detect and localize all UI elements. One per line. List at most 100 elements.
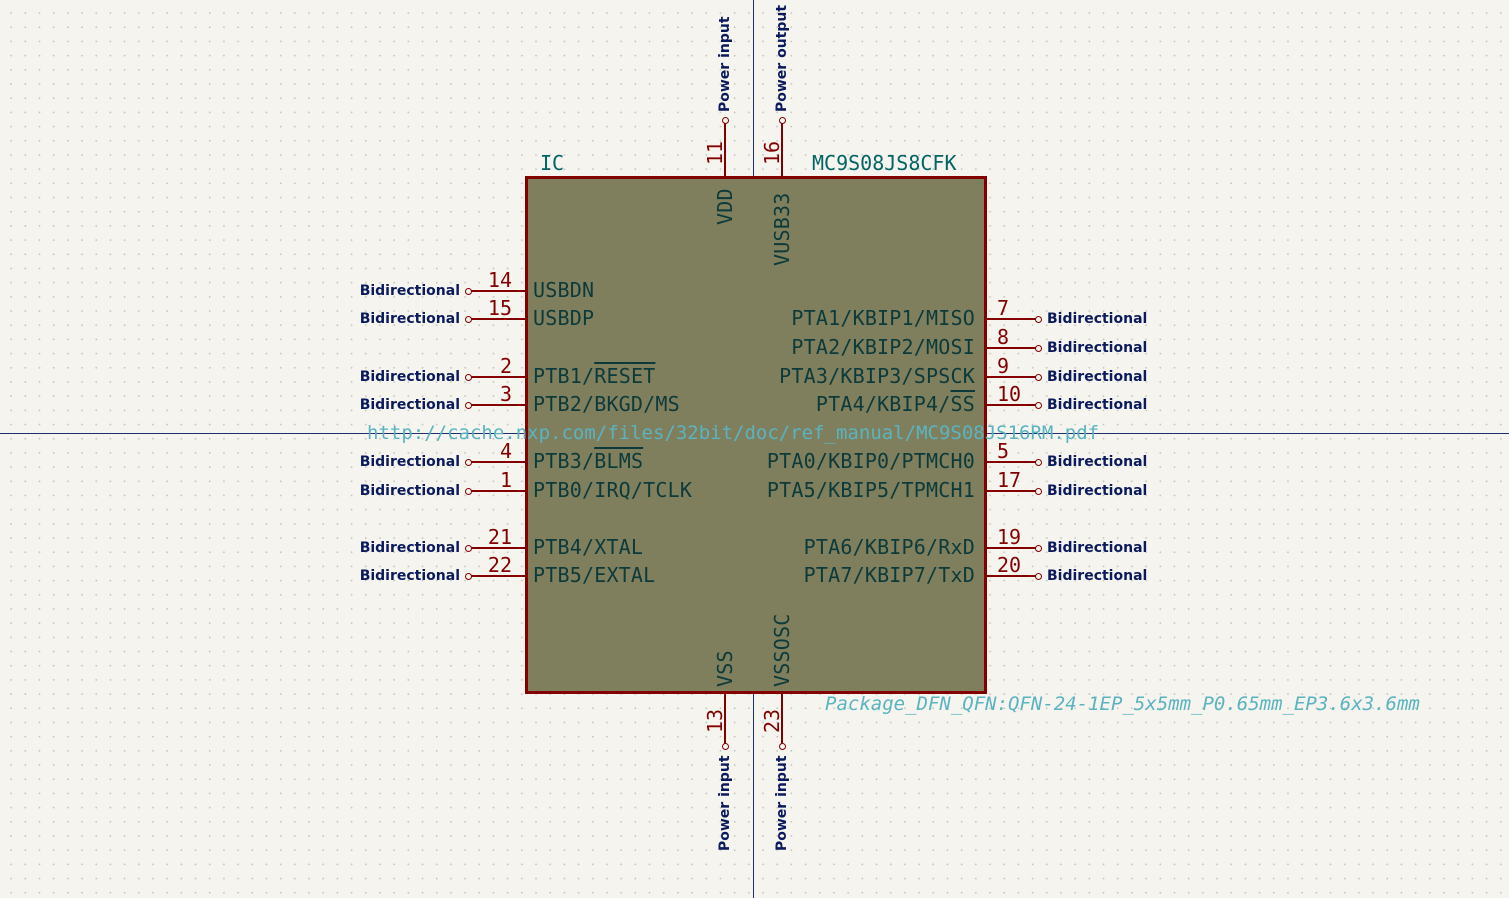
pin-electrical-type: Bidirectional	[359, 369, 460, 385]
pin-electrical-type: Bidirectional	[1047, 397, 1148, 413]
pin-wire[interactable]	[724, 691, 726, 745]
pin-name-prefix: PTA4/KBIP4/	[815, 392, 951, 416]
pin-electrical-type: Bidirectional	[359, 568, 460, 584]
footprint-field[interactable]: Package_DFN_QFN:QFN-24-1EP_5x5mm_P0.65mm…	[825, 693, 1420, 715]
pin-number: 20	[997, 553, 1022, 577]
pin-terminal[interactable]	[1035, 316, 1042, 323]
pin-name: PTB3/BLMS	[533, 450, 643, 472]
pin-terminal[interactable]	[465, 288, 472, 295]
pin-wire[interactable]	[984, 461, 1038, 463]
pin-electrical-type: Bidirectional	[1047, 369, 1148, 385]
pin-name: PTB5/EXTAL	[533, 563, 656, 587]
reference-designator[interactable]: IC	[540, 151, 565, 175]
pin-terminal[interactable]	[465, 316, 472, 323]
pin-name: VSSOSC	[770, 613, 794, 687]
pin-electrical-type: Power input	[717, 755, 733, 851]
pin-wire[interactable]	[984, 490, 1038, 492]
pin-terminal[interactable]	[465, 488, 472, 495]
pin-electrical-type: Bidirectional	[1047, 454, 1148, 470]
pin-terminal[interactable]	[465, 459, 472, 466]
pin-terminal[interactable]	[465, 374, 472, 381]
pin-electrical-type: Bidirectional	[359, 454, 460, 470]
pin-number: 1	[499, 468, 512, 492]
pin-electrical-type: Bidirectional	[359, 540, 460, 556]
pin-wire[interactable]	[984, 404, 1038, 406]
pin-number: 21	[487, 525, 512, 549]
pin-electrical-type: Bidirectional	[1047, 311, 1148, 327]
pin-wire[interactable]	[984, 575, 1038, 577]
pin-electrical-type: Bidirectional	[1047, 340, 1148, 356]
pin-name: PTB2/BKGD/MS	[533, 392, 680, 416]
pin-name: USBDN	[533, 278, 595, 302]
pin-wire[interactable]	[984, 347, 1038, 349]
pin-electrical-type: Power input	[717, 16, 733, 112]
pin-name: VDD	[713, 188, 737, 225]
pin-terminal[interactable]	[722, 743, 729, 750]
pin-name-prefix: PTB1/	[533, 364, 595, 388]
pin-terminal[interactable]	[465, 402, 472, 409]
pin-terminal[interactable]	[1035, 459, 1042, 466]
pin-number: 19	[997, 525, 1022, 549]
pin-terminal[interactable]	[465, 573, 472, 580]
pin-name: PTA7/KBIP7/TxD	[803, 563, 975, 587]
pin-number: 4	[499, 439, 512, 463]
pin-wire[interactable]	[984, 318, 1038, 320]
pin-electrical-type: Bidirectional	[359, 283, 460, 299]
pin-electrical-type: Bidirectional	[1047, 540, 1148, 556]
pin-number: 7	[997, 296, 1010, 320]
pin-name: PTA4/KBIP4/SS	[816, 393, 975, 415]
pin-name-prefix: PTB3/	[533, 449, 595, 473]
pin-electrical-type: Bidirectional	[359, 483, 460, 499]
pin-name: PTA0/KBIP0/PTMCH0	[766, 449, 975, 473]
pin-name: PTA5/KBIP5/TPMCH1	[766, 478, 975, 502]
pin-number: 2	[499, 354, 512, 378]
pin-wire[interactable]	[984, 547, 1038, 549]
pin-terminal[interactable]	[1035, 488, 1042, 495]
pin-name: PTB4/XTAL	[533, 535, 644, 559]
pin-name-active-low: BLMS	[594, 449, 644, 473]
pin-terminal[interactable]	[1035, 345, 1042, 352]
pin-electrical-type: Power output	[774, 4, 790, 112]
pin-wire[interactable]	[470, 290, 525, 292]
pin-number: 17	[997, 468, 1022, 492]
pin-terminal[interactable]	[779, 117, 786, 124]
datasheet-field[interactable]: http://cache.nxp.com/files/32bit/doc/ref…	[367, 422, 1100, 444]
pin-name: VUSB33	[770, 192, 794, 266]
pin-terminal[interactable]	[1035, 545, 1042, 552]
pin-terminal[interactable]	[722, 117, 729, 124]
pin-number: 14	[487, 268, 512, 292]
pin-wire[interactable]	[470, 547, 525, 549]
pin-name: PTA6/KBIP6/RxD	[803, 535, 975, 559]
pin-terminal[interactable]	[1035, 402, 1042, 409]
pin-name: PTB1/RESET	[533, 365, 655, 387]
pin-name-active-low: RESET	[594, 364, 656, 388]
pin-wire[interactable]	[470, 490, 525, 492]
pin-wire[interactable]	[781, 691, 783, 745]
pin-wire[interactable]	[984, 376, 1038, 378]
pin-wire[interactable]	[470, 318, 525, 320]
pin-wire[interactable]	[781, 122, 783, 176]
pin-number: 5	[997, 439, 1010, 463]
pin-electrical-type: Bidirectional	[1047, 568, 1148, 584]
pin-number: 23	[760, 708, 784, 733]
pin-number: 8	[997, 325, 1010, 349]
pin-wire[interactable]	[470, 575, 525, 577]
pin-wire[interactable]	[724, 122, 726, 176]
pin-name: PTB0/IRQ/TCLK	[533, 478, 693, 502]
pin-wire[interactable]	[470, 376, 525, 378]
pin-name: VSS	[713, 650, 737, 687]
pin-number: 13	[703, 708, 727, 733]
pin-electrical-type: Bidirectional	[359, 311, 460, 327]
ic-body[interactable]	[525, 176, 987, 694]
pin-number: 10	[997, 382, 1022, 406]
pin-number: 16	[760, 140, 784, 165]
pin-terminal[interactable]	[1035, 573, 1042, 580]
pin-terminal[interactable]	[779, 743, 786, 750]
value-field[interactable]: MC9S08JS8CFK	[812, 151, 957, 175]
pin-terminal[interactable]	[1035, 374, 1042, 381]
pin-wire[interactable]	[470, 461, 525, 463]
pin-terminal[interactable]	[465, 545, 472, 552]
pin-number: 3	[499, 382, 512, 406]
pin-wire[interactable]	[470, 404, 525, 406]
